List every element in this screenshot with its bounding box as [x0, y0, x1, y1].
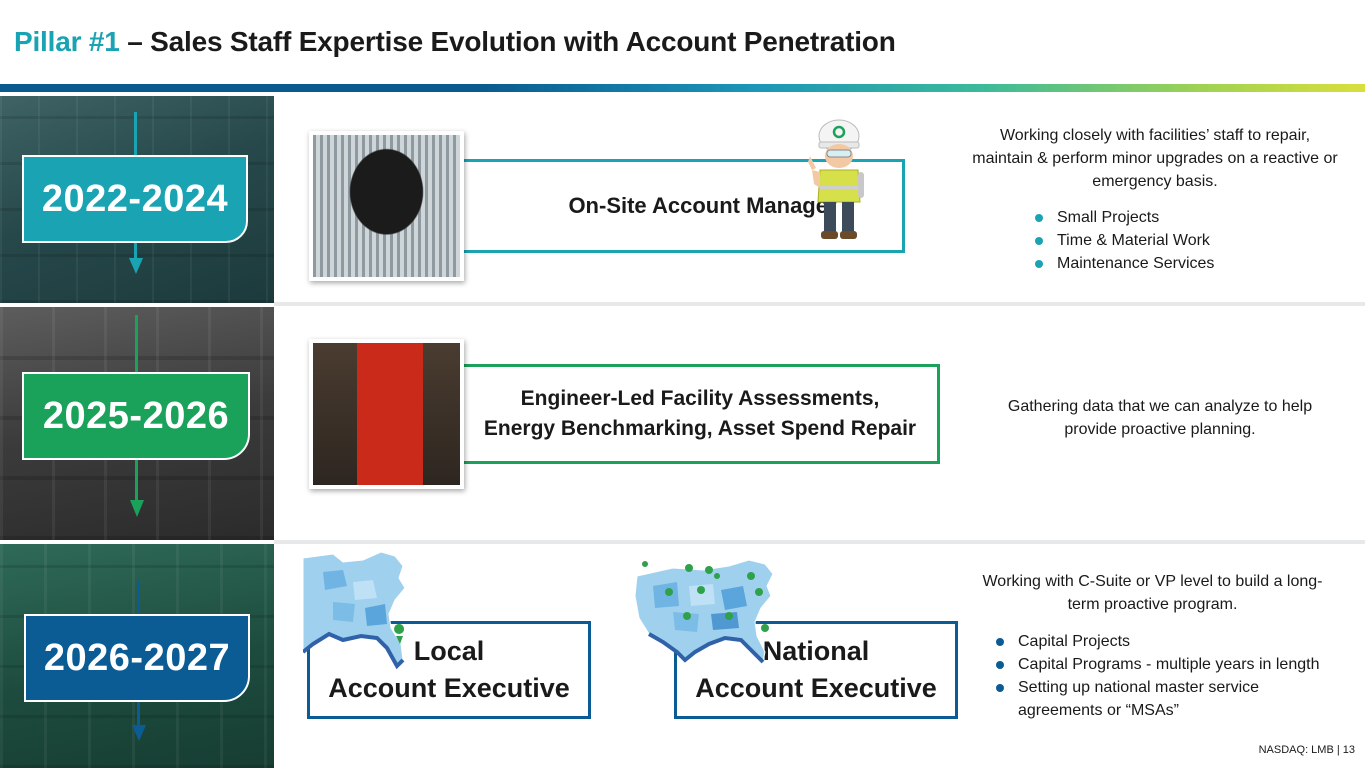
role-box-engineer-led-assessments: Engineer-Led Facility Assessments, Energ… [440, 364, 940, 464]
row-separator [274, 302, 1365, 306]
timeline-arrow-1 [129, 258, 143, 274]
timeline-arrow-2 [130, 500, 144, 517]
timeline-arrow-3 [132, 725, 146, 741]
worker-mascot-icon [808, 119, 864, 239]
list-item: Capital Projects [994, 630, 1334, 653]
role-label-line-1: National [762, 636, 870, 666]
role-label-line-2: Account Executive [695, 673, 937, 703]
photo-engineers-at-equipment [309, 339, 464, 489]
role-label-line-2: Account Executive [328, 673, 570, 703]
title-divider [0, 84, 1365, 92]
year-badge-2026-2027: 2026-2027 [24, 614, 250, 702]
list-item: Setting up national master service agree… [994, 676, 1334, 722]
role-box-national-account-executive: National Account Executive [674, 621, 958, 719]
year-badge-2025-2026: 2025-2026 [22, 372, 250, 460]
photo-workers-in-duct [309, 131, 464, 281]
stage-2-description: Gathering data that we can analyze to he… [1007, 398, 1313, 438]
role-label-line-1: Engineer-Led Facility Assessments, [520, 387, 880, 410]
page-title: Pillar #1 – Sales Staff Expertise Evolut… [14, 26, 896, 58]
stage-3-description: Working with C-Suite or VP level to buil… [982, 573, 1323, 613]
role-label-line-1: Local [413, 636, 485, 666]
year-badge-2022-2024: 2022-2024 [22, 155, 248, 243]
title-rest: – Sales Staff Expertise Evolution with A… [119, 26, 896, 57]
stage-3-bullets: Capital Projects Capital Programs - mult… [994, 630, 1334, 722]
role-box-local-account-executive: Local Account Executive [307, 621, 591, 719]
role-label-line-2: Energy Benchmarking, Asset Spend Repair [483, 417, 917, 440]
stage-1-bullets: Small Projects Time & Material Work Main… [1033, 206, 1214, 275]
list-item: Small Projects [1033, 206, 1214, 229]
row-separator [274, 540, 1365, 544]
footer-ticker-page: NASDAQ: LMB | 13 [1258, 744, 1355, 756]
regional-map-icon [303, 552, 406, 670]
role-label: On-Site Account Manager [568, 193, 837, 218]
list-item: Maintenance Services [1033, 252, 1214, 275]
national-map-icon [634, 559, 773, 664]
title-accent: Pillar #1 [14, 26, 120, 57]
list-item: Capital Programs - multiple years in len… [994, 653, 1334, 676]
list-item: Time & Material Work [1033, 229, 1214, 252]
stage-1-description: Working closely with facilities’ staff t… [972, 127, 1338, 190]
